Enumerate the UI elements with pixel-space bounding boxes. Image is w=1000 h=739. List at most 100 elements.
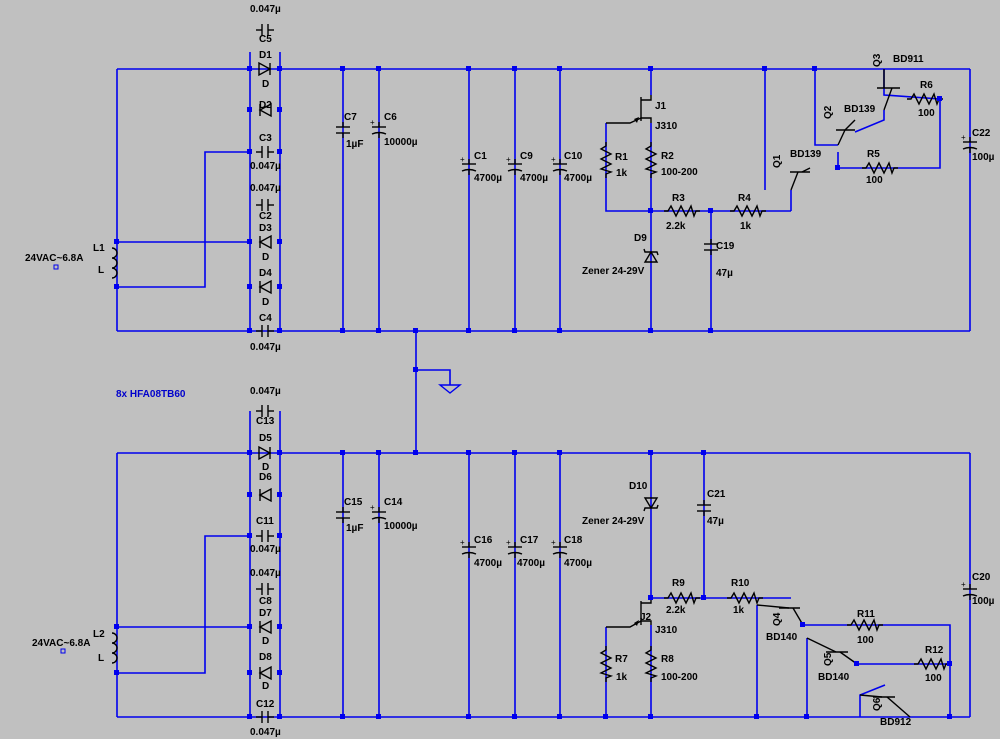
component-label: 100 — [918, 108, 935, 119]
component-label: C15 — [344, 497, 363, 508]
component-label: J310 — [655, 121, 678, 132]
component-label: 100µ — [972, 596, 995, 607]
component-label: 100 — [866, 175, 883, 186]
component-label: C10 — [564, 151, 583, 162]
component-label: D7 — [259, 608, 272, 619]
component-label: J1 — [655, 101, 667, 112]
component-label: 0.047µ — [250, 568, 281, 579]
source-label-bottom: 24VAC~6.8A — [32, 638, 90, 649]
component-label: R7 — [615, 654, 628, 665]
component-label: 4700µ — [517, 558, 545, 569]
component-label: 4700µ — [474, 558, 502, 569]
component-label: C19 — [716, 241, 735, 252]
component-label: C21 — [707, 489, 726, 500]
component-label: 2.2k — [666, 221, 686, 232]
component-label: D4 — [259, 268, 272, 279]
component-label: C14 — [384, 497, 403, 508]
component-label: C3 — [259, 133, 272, 144]
component-label: R3 — [672, 193, 685, 204]
component-label: Q1 — [772, 154, 783, 168]
component-label: 0.047µ — [250, 183, 281, 194]
component-label: C1 — [474, 151, 487, 162]
component-label: Q6 — [872, 697, 883, 711]
component-label: 4700µ — [564, 173, 592, 184]
component-label: 0.047µ — [250, 4, 281, 15]
component-label: BD912 — [880, 717, 912, 728]
component-label: C11 — [256, 516, 274, 527]
component-label: C20 — [972, 572, 991, 583]
component-label: 1µF — [346, 523, 363, 534]
component-label: BD140 — [818, 672, 850, 683]
component-label: L — [98, 653, 104, 664]
component-label: 47µ — [707, 516, 724, 527]
component-label: D10 — [629, 481, 648, 492]
component-label: C7 — [344, 112, 357, 123]
component-label: C2 — [259, 211, 272, 222]
component-label: C18 — [564, 535, 583, 546]
component-label: D — [262, 462, 269, 473]
component-label: R2 — [661, 151, 674, 162]
component-label: J310 — [655, 625, 678, 636]
component-label: 0.047µ — [250, 727, 281, 738]
component-label: 4700µ — [520, 173, 548, 184]
component-label: R8 — [661, 654, 674, 665]
component-label: 100µ — [972, 152, 995, 163]
source-label-top: 24VAC~6.8A — [25, 253, 83, 264]
component-label: BD139 — [790, 149, 822, 160]
component-label: R4 — [738, 193, 751, 204]
component-label: D9 — [634, 233, 647, 244]
component-label: 4700µ — [474, 173, 502, 184]
component-label: BD911 — [893, 54, 924, 65]
component-label: R1 — [615, 152, 628, 163]
component-label: D2 — [259, 100, 272, 111]
component-label: D3 — [259, 223, 272, 234]
component-label: Zener 24-29V — [582, 516, 645, 527]
component-label: BD140 — [766, 632, 798, 643]
component-label: D8 — [259, 652, 272, 663]
component-label: 1k — [733, 605, 745, 616]
component-label: 1k — [616, 672, 628, 683]
component-label: D5 — [259, 433, 272, 444]
diode-note: 8x HFA08TB60 — [116, 389, 186, 400]
component-labels: 0.047µC5D1DD2C30.047µ0.047µC2D3DD4DC40.0… — [93, 4, 995, 738]
component-label: C5 — [259, 34, 272, 45]
component-label: C6 — [384, 112, 397, 123]
component-label: R9 — [672, 578, 685, 589]
component-label: R12 — [925, 645, 944, 656]
component-label: C9 — [520, 151, 533, 162]
component-label: L2 — [93, 629, 105, 640]
component-label: R11 — [857, 609, 875, 620]
component-label: Q2 — [823, 105, 834, 119]
component-label: D1 — [259, 50, 272, 61]
component-label: 100 — [857, 635, 874, 646]
component-label: 0.047µ — [250, 544, 281, 555]
component-label: L1 — [93, 243, 105, 254]
component-label: Q4 — [772, 612, 783, 626]
component-label: Zener 24-29V — [582, 266, 645, 277]
component-label: 47µ — [716, 268, 733, 279]
component-label: D — [262, 636, 269, 647]
component-label: D — [262, 681, 269, 692]
component-label: 1k — [740, 221, 752, 232]
component-label: 1k — [616, 168, 628, 179]
component-label: Q5 — [823, 652, 834, 666]
component-label: C13 — [256, 416, 275, 427]
component-label: 100-200 — [661, 672, 698, 683]
component-label: C8 — [259, 596, 272, 607]
component-label: 10000µ — [384, 137, 418, 148]
component-label: R6 — [920, 80, 933, 91]
component-label: C22 — [972, 128, 991, 139]
component-label: 0.047µ — [250, 161, 281, 172]
component-label: 0.047µ — [250, 342, 281, 353]
component-label: 100 — [925, 673, 942, 684]
component-label: 0.047µ — [250, 386, 281, 397]
component-label: J2 — [640, 612, 652, 623]
component-label: C4 — [259, 313, 272, 324]
component-label: D — [262, 79, 269, 90]
component-label: R5 — [867, 149, 880, 160]
component-label: R10 — [731, 578, 750, 589]
component-label: C16 — [474, 535, 493, 546]
component-label: BD139 — [844, 104, 876, 115]
component-label: 100-200 — [661, 167, 698, 178]
component-label: 10000µ — [384, 521, 418, 532]
